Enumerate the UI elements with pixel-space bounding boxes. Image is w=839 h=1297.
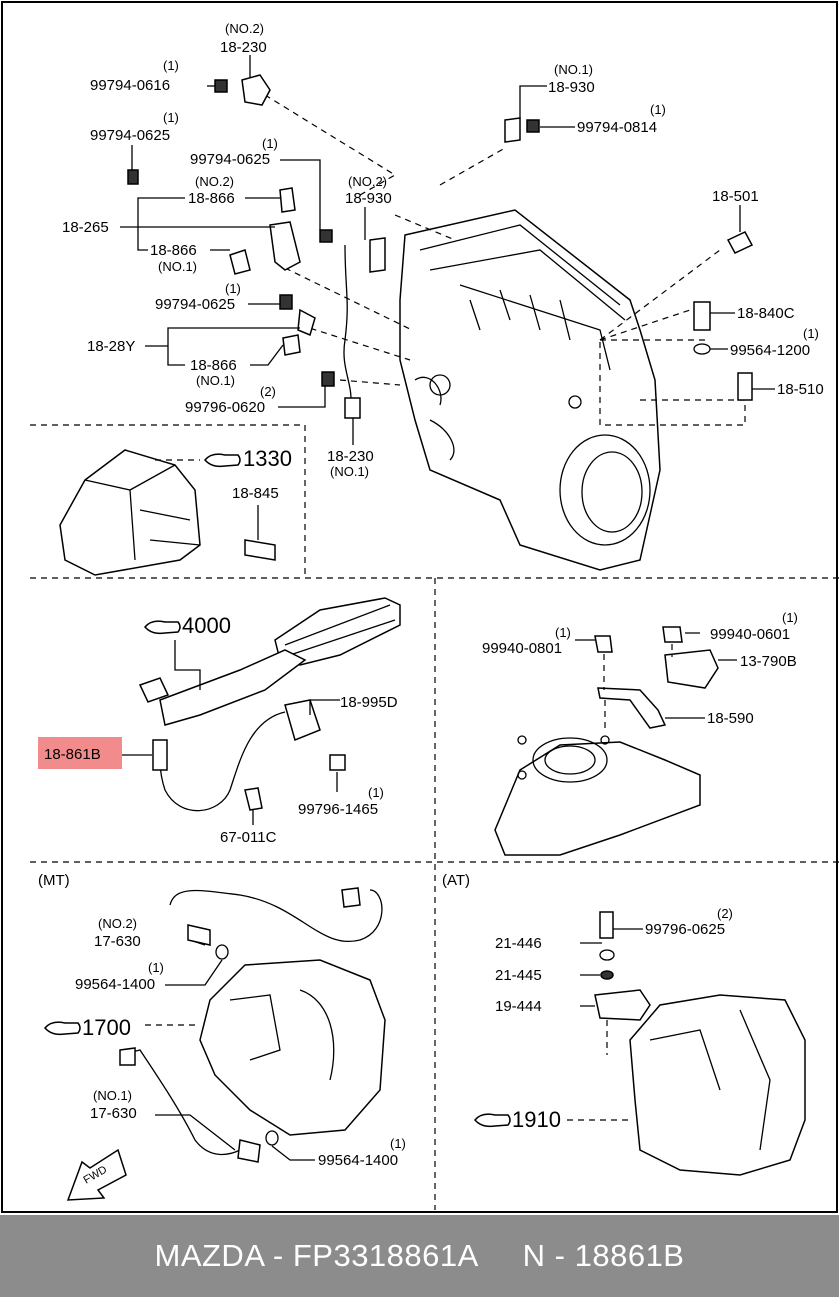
part-number-label: 18-590	[707, 710, 754, 727]
part-number-label: 18-510	[777, 381, 824, 398]
reference-number: 1700	[82, 1015, 131, 1040]
section-label: (MT)	[38, 872, 70, 889]
engine-leader-lines	[264, 94, 746, 426]
part-number-label: 17-630	[94, 933, 141, 950]
label-qty: (NO.1)	[196, 373, 235, 388]
reference-number: 4000	[182, 613, 231, 638]
part-number-label: 19-444	[495, 998, 542, 1015]
engine-parts	[127, 74, 754, 419]
reference-number: 1910	[512, 1107, 561, 1132]
section-dividers	[30, 424, 839, 1210]
manual-transmission: FWD	[66, 887, 386, 1201]
part-number-label: 99794-0625	[90, 127, 170, 144]
highlighted-part-number: 18-861B	[44, 746, 101, 763]
ref-1700: 1700	[44, 1015, 131, 1040]
part-number-label: 99796-1465	[298, 801, 378, 818]
part-number-label: 18-930	[548, 79, 595, 96]
part-number-label: 17-630	[90, 1105, 137, 1122]
section-label: (AT)	[442, 872, 470, 889]
label-qty: (1)	[368, 785, 384, 800]
part-number-label: 13-790B	[740, 653, 797, 670]
engine-callout-lines	[120, 55, 775, 445]
label-qty: (1)	[163, 58, 179, 73]
part-number-label: 18-845	[232, 485, 279, 502]
label-qty: (1)	[225, 281, 241, 296]
part-number-label: 18-230	[327, 448, 374, 465]
reference-number: 1330	[243, 446, 292, 471]
mt-labels: (MT) (NO.2) 17-630 (1) 99564-1400 (NO.1)…	[38, 872, 406, 1169]
pointing-hand-icon	[44, 1021, 81, 1036]
part-reference-text: MAZDA - FP3318861A N - 18861B	[154, 1238, 685, 1273]
parts-diagram: (NO.2) 18-230 (1) 99794-0616 (NO.1) 18-9…	[1, 1, 839, 1213]
engine-labels: (NO.2) 18-230 (1) 99794-0616 (NO.1) 18-9…	[62, 21, 824, 479]
label-qty: (2)	[717, 906, 733, 921]
part-number-label: 18-995D	[340, 694, 398, 711]
part-number-label: 18-866	[150, 242, 197, 259]
fwd-arrow-icon	[66, 1148, 127, 1201]
label-qty: (1)	[555, 625, 571, 640]
part-number-label: 21-445	[495, 967, 542, 984]
part-number-label: 67-011C	[220, 829, 277, 846]
pointing-hand-icon	[474, 1113, 511, 1128]
exhaust-labels: 18-995D 18-861B (1) 99796-1465 67-011C	[38, 694, 398, 846]
part-number-label: 18-866	[188, 190, 235, 207]
label-qty: (NO.1)	[158, 259, 197, 274]
part-number-label: 18-230	[220, 39, 267, 56]
part-number-label: 99796-0625	[645, 921, 725, 938]
part-number-label: 18-28Y	[87, 338, 135, 355]
label-qty: (1)	[163, 110, 179, 125]
label-qty: (NO.2)	[195, 174, 234, 189]
label-qty: (NO.2)	[225, 21, 264, 36]
label-qty: (2)	[260, 384, 276, 399]
engine-block	[399, 209, 661, 571]
label-qty: (1)	[650, 102, 666, 117]
part-number-label: 18-866	[190, 357, 237, 374]
air-cleaner: 18-845	[59, 449, 279, 576]
part-number-label: 18-840C	[737, 305, 795, 322]
part-number-label: 99940-0801	[482, 640, 562, 657]
label-qty: (1)	[390, 1136, 406, 1151]
pointing-hand-icon	[204, 453, 241, 468]
part-number-label: 18-501	[712, 188, 759, 205]
part-number-label: 18-265	[62, 219, 109, 236]
part-number-label: 99794-0616	[90, 77, 170, 94]
at-labels: (AT) (2) 99796-0625 21-446 21-445 19-444	[442, 872, 733, 1015]
label-qty: (1)	[803, 326, 819, 341]
vacuum-sensor-assembly	[494, 626, 737, 856]
highlight-box	[38, 737, 122, 769]
part-number-label: 99564-1400	[75, 976, 155, 993]
footer-bar: MAZDA - FP3318861A N - 18861B	[0, 1215, 839, 1297]
label-qty: (1)	[782, 610, 798, 625]
part-number-label: 99940-0601	[710, 626, 790, 643]
part-number-label: 99794-0625	[155, 296, 235, 313]
ref-4000: 4000	[144, 613, 231, 638]
label-qty: (NO.1)	[330, 464, 369, 479]
part-number-label: 21-446	[495, 935, 542, 952]
automatic-transmission	[567, 911, 806, 1176]
part-number-label: 99564-1400	[318, 1152, 398, 1169]
label-qty: (NO.1)	[93, 1088, 132, 1103]
ref-1910: 1910	[474, 1107, 561, 1132]
part-number-label: 99794-0625	[190, 151, 270, 168]
part-number-label: 99796-0620	[185, 399, 265, 416]
label-qty: (NO.2)	[98, 916, 137, 931]
pointing-hand-icon	[144, 620, 181, 635]
exhaust-assembly	[138, 597, 401, 825]
label-qty: (NO.2)	[348, 174, 387, 189]
diagram-border	[1, 1, 838, 1213]
part-number-label: 99564-1200	[730, 342, 810, 359]
vacuum-sensor-labels: (1) 99940-0801 (1) 99940-0601 13-790B 18…	[482, 610, 798, 727]
label-qty: (NO.1)	[554, 62, 593, 77]
part-number-label: 18-930	[345, 190, 392, 207]
label-qty: (1)	[262, 136, 278, 151]
label-qty: (1)	[148, 960, 164, 975]
part-number-label: 99794-0814	[577, 119, 657, 136]
ref-1330: 1330	[204, 446, 292, 471]
